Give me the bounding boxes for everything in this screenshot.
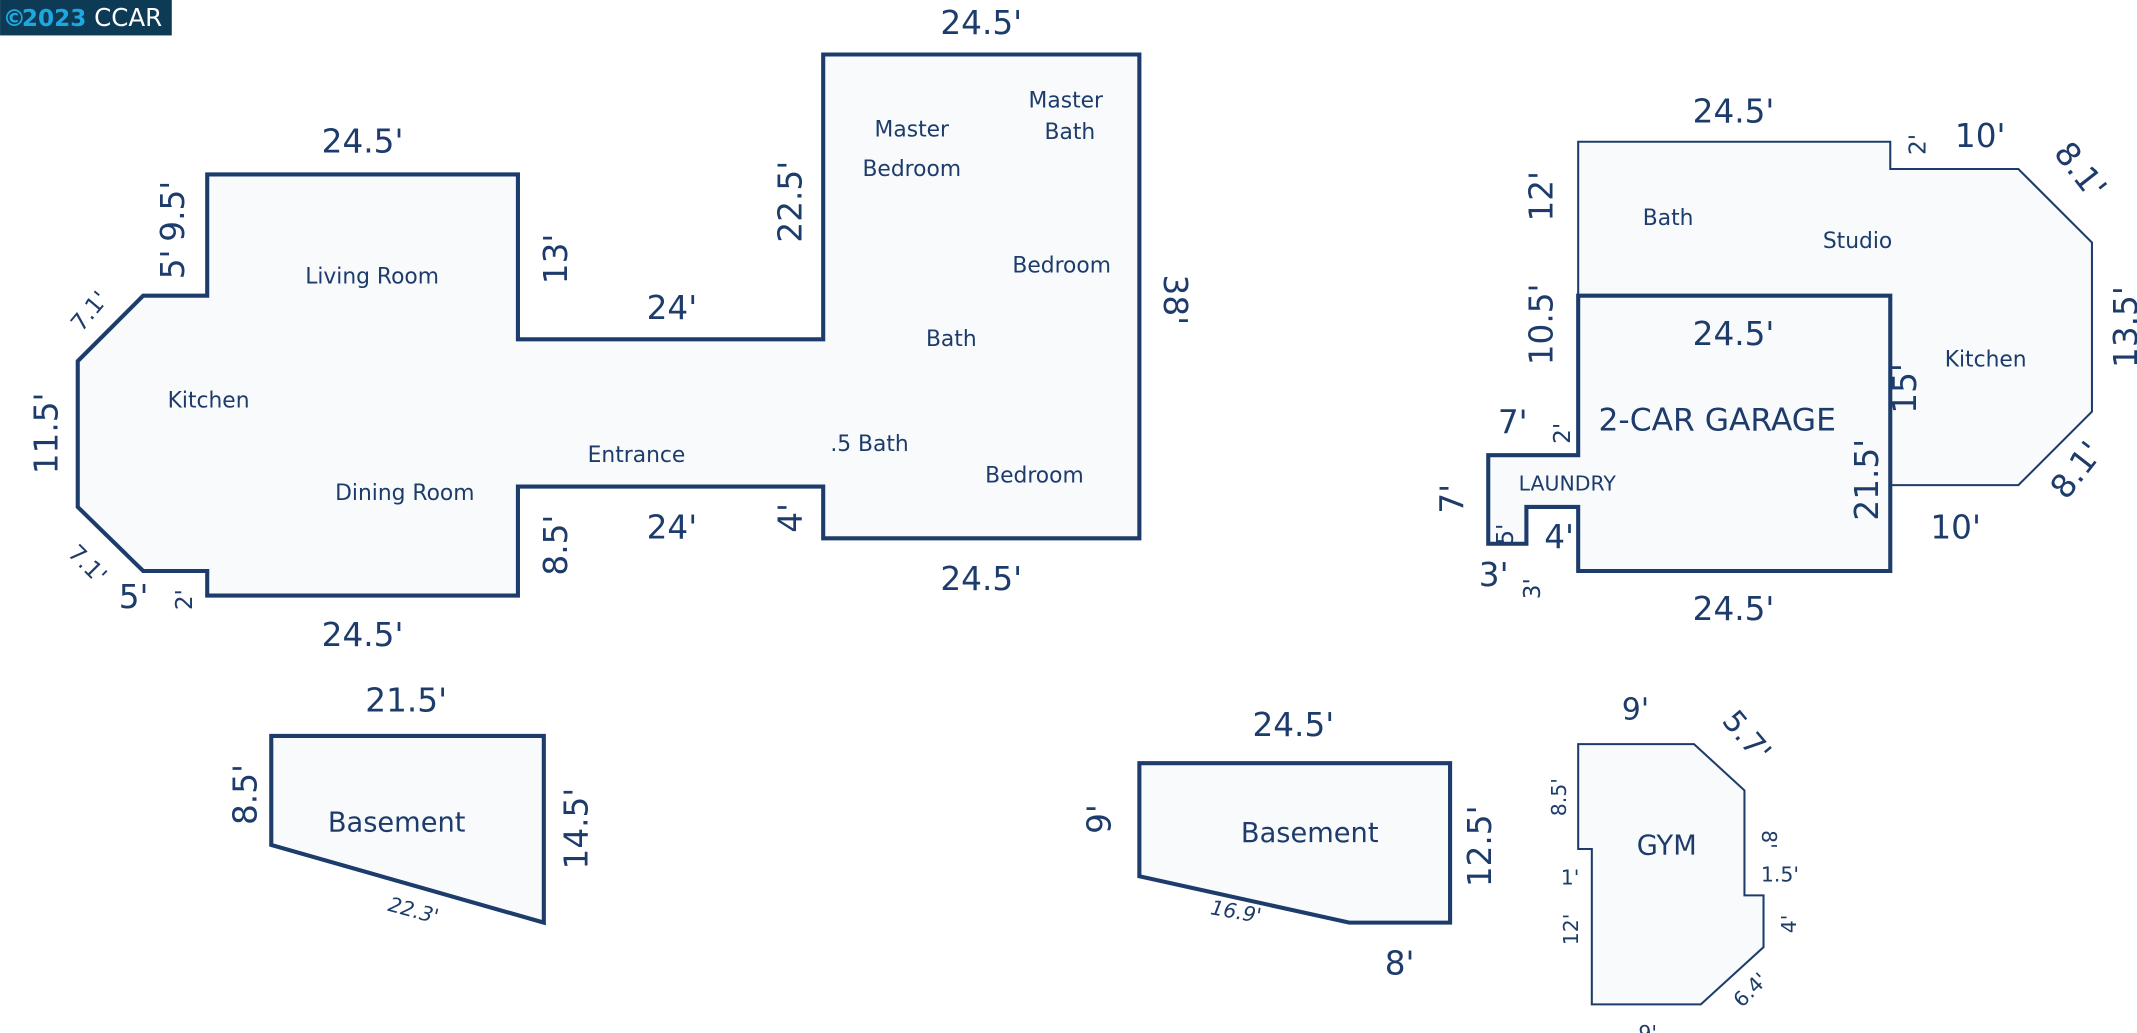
logo-year: 2023 — [22, 6, 86, 32]
dimension-label: 8.5' — [1547, 778, 1571, 816]
dimension-label: 24' — [647, 289, 698, 327]
room-label: Basement — [328, 807, 466, 838]
dimension-label: 10' — [1930, 508, 1981, 546]
room-label: .5 Bath — [830, 432, 908, 457]
logo-brand: CCAR — [94, 3, 162, 32]
dimension-label: 22.5' — [771, 161, 809, 243]
dimension-label: 8.5' — [226, 764, 264, 825]
basement-2-plan: 24.5' 9' 12.5' 16.9' 8' Basement — [1081, 706, 1499, 982]
upper-floor-plan: 24.5' 2' 10' 8.1' 13.5' 8.1' 10' 12' 10.… — [1434, 93, 2137, 628]
dimension-label: 3' — [1520, 578, 1546, 599]
gym-outline — [1577, 743, 1765, 1006]
dimension-label: 12' — [1522, 171, 1560, 222]
dimension-label: 5.7' — [1715, 704, 1778, 769]
dimension-label: 8.5' — [537, 515, 575, 576]
main-floor-plan: 24.5' 24.5' 9.5' 5' 7.1' 11.5' 7.1' 5' 2… — [27, 4, 1194, 654]
dimension-label: 5' — [1493, 524, 1519, 545]
dimension-label: 24' — [647, 508, 698, 546]
room-label: Bath — [926, 327, 977, 352]
room-label: Master — [875, 117, 949, 142]
dimension-label: 22.3' — [386, 892, 442, 928]
dimension-label: 24.5' — [1693, 93, 1775, 131]
dimension-label: 2' — [1550, 423, 1576, 444]
dimension-label: 24.5' — [940, 560, 1022, 598]
room-label: Bedroom — [1012, 254, 1111, 279]
dimension-label: 2' — [1906, 134, 1932, 155]
dimension-label: 8' — [1757, 830, 1781, 849]
room-label: Bedroom — [985, 463, 1084, 488]
dimension-label: 14.5' — [557, 788, 595, 870]
dimension-label: 9' — [1638, 1021, 1657, 1033]
room-label: Kitchen — [168, 388, 250, 413]
room-label: Basement — [1241, 818, 1379, 849]
dimension-label: 38' — [1156, 275, 1194, 326]
room-label: Entrance — [588, 443, 686, 468]
dimension-label: 3' — [1479, 556, 1509, 594]
dimension-label: 24.5' — [322, 616, 404, 654]
dimension-label: 9' — [1081, 804, 1119, 834]
gym-plan: 9' 5.7' 8.5' 1' 12' 8' 1.5' 4' 6.4' 9' G… — [1547, 693, 1801, 1033]
room-label: Dining Room — [335, 481, 474, 506]
dimension-label: 9' — [1622, 693, 1649, 728]
dimension-label: 12' — [1559, 914, 1583, 946]
basement-1-outline — [269, 733, 546, 926]
dimension-label: 11.5' — [27, 392, 65, 474]
ccar-logo: © 2023 CCAR — [0, 0, 172, 36]
dimension-label: 4' — [1777, 915, 1801, 934]
dimension-label: 21.5' — [365, 681, 447, 719]
dimension-label: 24.5' — [940, 4, 1022, 42]
garage-outline — [1486, 293, 1893, 574]
room-label: Master — [1029, 89, 1103, 114]
basement-1-plan: 21.5' 8.5' 14.5' 22.3' Basement — [226, 681, 595, 928]
dimension-label: 2' — [172, 589, 198, 610]
dimension-label: 15' — [1886, 363, 1924, 414]
dimension-label: 13' — [537, 234, 575, 285]
dimension-label: 12.5' — [1461, 805, 1499, 887]
room-label: Bath — [1045, 120, 1096, 145]
room-label: Kitchen — [1945, 348, 2027, 373]
dimension-label: 24.5' — [322, 123, 404, 161]
dimension-label: 4' — [771, 503, 809, 533]
dimension-label: 9.5' — [154, 181, 192, 242]
dimension-label: 21.5' — [1848, 439, 1886, 521]
dimension-label: 13.5' — [2107, 286, 2137, 368]
dimension-label: 8' — [1385, 944, 1415, 982]
main-floor-outline — [75, 52, 1142, 598]
room-label: LAUNDRY — [1519, 472, 1617, 496]
dimension-label: 7.1' — [66, 287, 114, 337]
dimension-label: 7' — [1498, 403, 1528, 441]
basement-2-outline — [1137, 761, 1453, 925]
dimension-label: 1' — [1561, 865, 1580, 889]
dimension-label: 5' — [154, 249, 192, 279]
room-label: Bath — [1643, 206, 1694, 231]
dimension-label: 24.5' — [1252, 706, 1334, 744]
copyright-symbol: © — [3, 6, 26, 32]
room-label: GYM — [1637, 830, 1697, 861]
room-label: Living Room — [305, 264, 439, 289]
dimension-label: 24.5' — [1693, 590, 1775, 628]
dimension-label: 4' — [1544, 518, 1574, 556]
dimension-label: 10.5' — [1522, 283, 1560, 365]
dimension-label: 5' — [119, 578, 149, 616]
dimension-label: 24.5' — [1693, 315, 1775, 353]
dimension-label: 7' — [1434, 484, 1472, 514]
dimension-label: 7.1' — [62, 540, 111, 589]
room-label: Studio — [1823, 229, 1892, 254]
dimension-label: 8.1' — [2046, 135, 2113, 206]
dimension-label: 10' — [1955, 117, 2006, 155]
room-label: Bedroom — [862, 157, 961, 182]
room-label: 2-CAR GARAGE — [1598, 403, 1835, 439]
dimension-label: 1.5' — [1761, 863, 1799, 887]
